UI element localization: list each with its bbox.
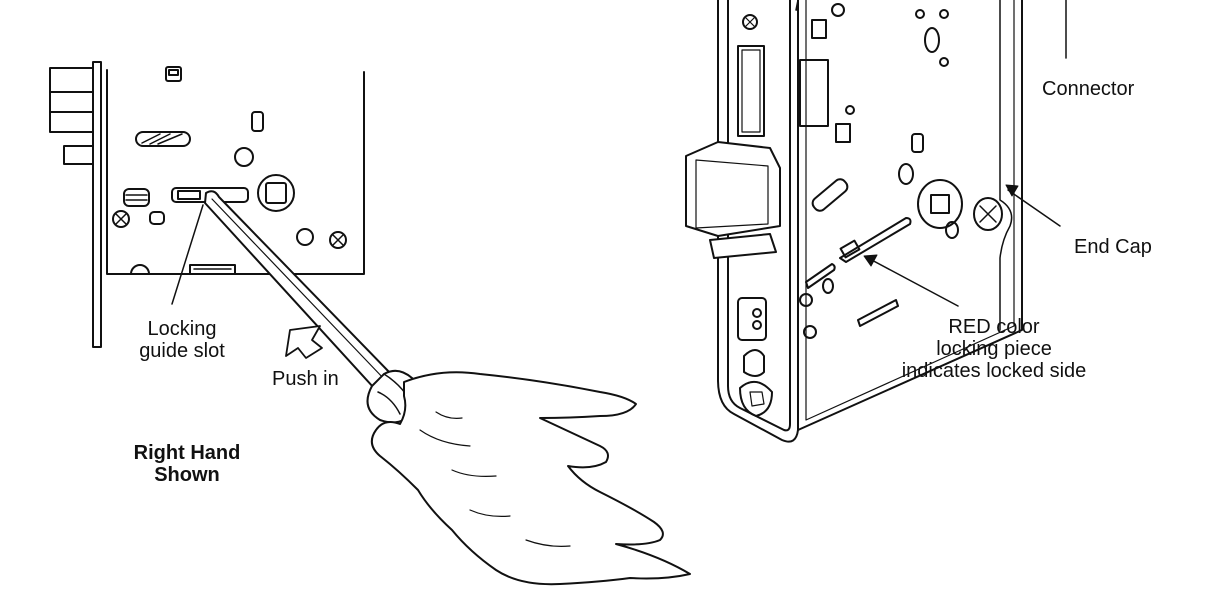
label-locking-guide-slot: Locking guide slot xyxy=(128,318,236,362)
label-hand-line1: Right Hand xyxy=(133,442,241,464)
label-hand-line2: Shown xyxy=(154,464,220,486)
label-end-cap: End Cap xyxy=(1074,236,1152,258)
hand xyxy=(370,371,691,586)
right-lock-body xyxy=(685,0,1023,443)
left-faceplate xyxy=(92,61,102,348)
end-cap-leader xyxy=(1007,189,1061,227)
red-locking-piece-slot xyxy=(839,217,912,263)
left-latch-bolt xyxy=(49,67,94,133)
label-red-locking-piece: RED color locking piece indicates locked… xyxy=(882,316,1106,382)
guide-slot-leader xyxy=(171,204,204,305)
label-right-hand-shown: Right Hand Shown xyxy=(112,442,262,486)
push-in-arrow xyxy=(285,325,323,359)
label-red-line2: locking piece xyxy=(936,338,1052,360)
label-push-in: Push in xyxy=(272,368,339,390)
right-latch-bolt xyxy=(685,141,781,237)
label-connector: Connector xyxy=(1042,78,1135,100)
label-red-line1: RED color xyxy=(948,316,1040,338)
left-lock-body xyxy=(49,61,365,348)
label-locking-guide-slot-line2: guide slot xyxy=(139,340,225,362)
left-lock-case xyxy=(106,69,365,275)
label-red-line3: indicates locked side xyxy=(901,360,1087,382)
label-locking-guide-slot-line1: Locking xyxy=(147,318,217,340)
red-piece-leader xyxy=(867,257,959,307)
left-deadlatch xyxy=(63,145,94,165)
